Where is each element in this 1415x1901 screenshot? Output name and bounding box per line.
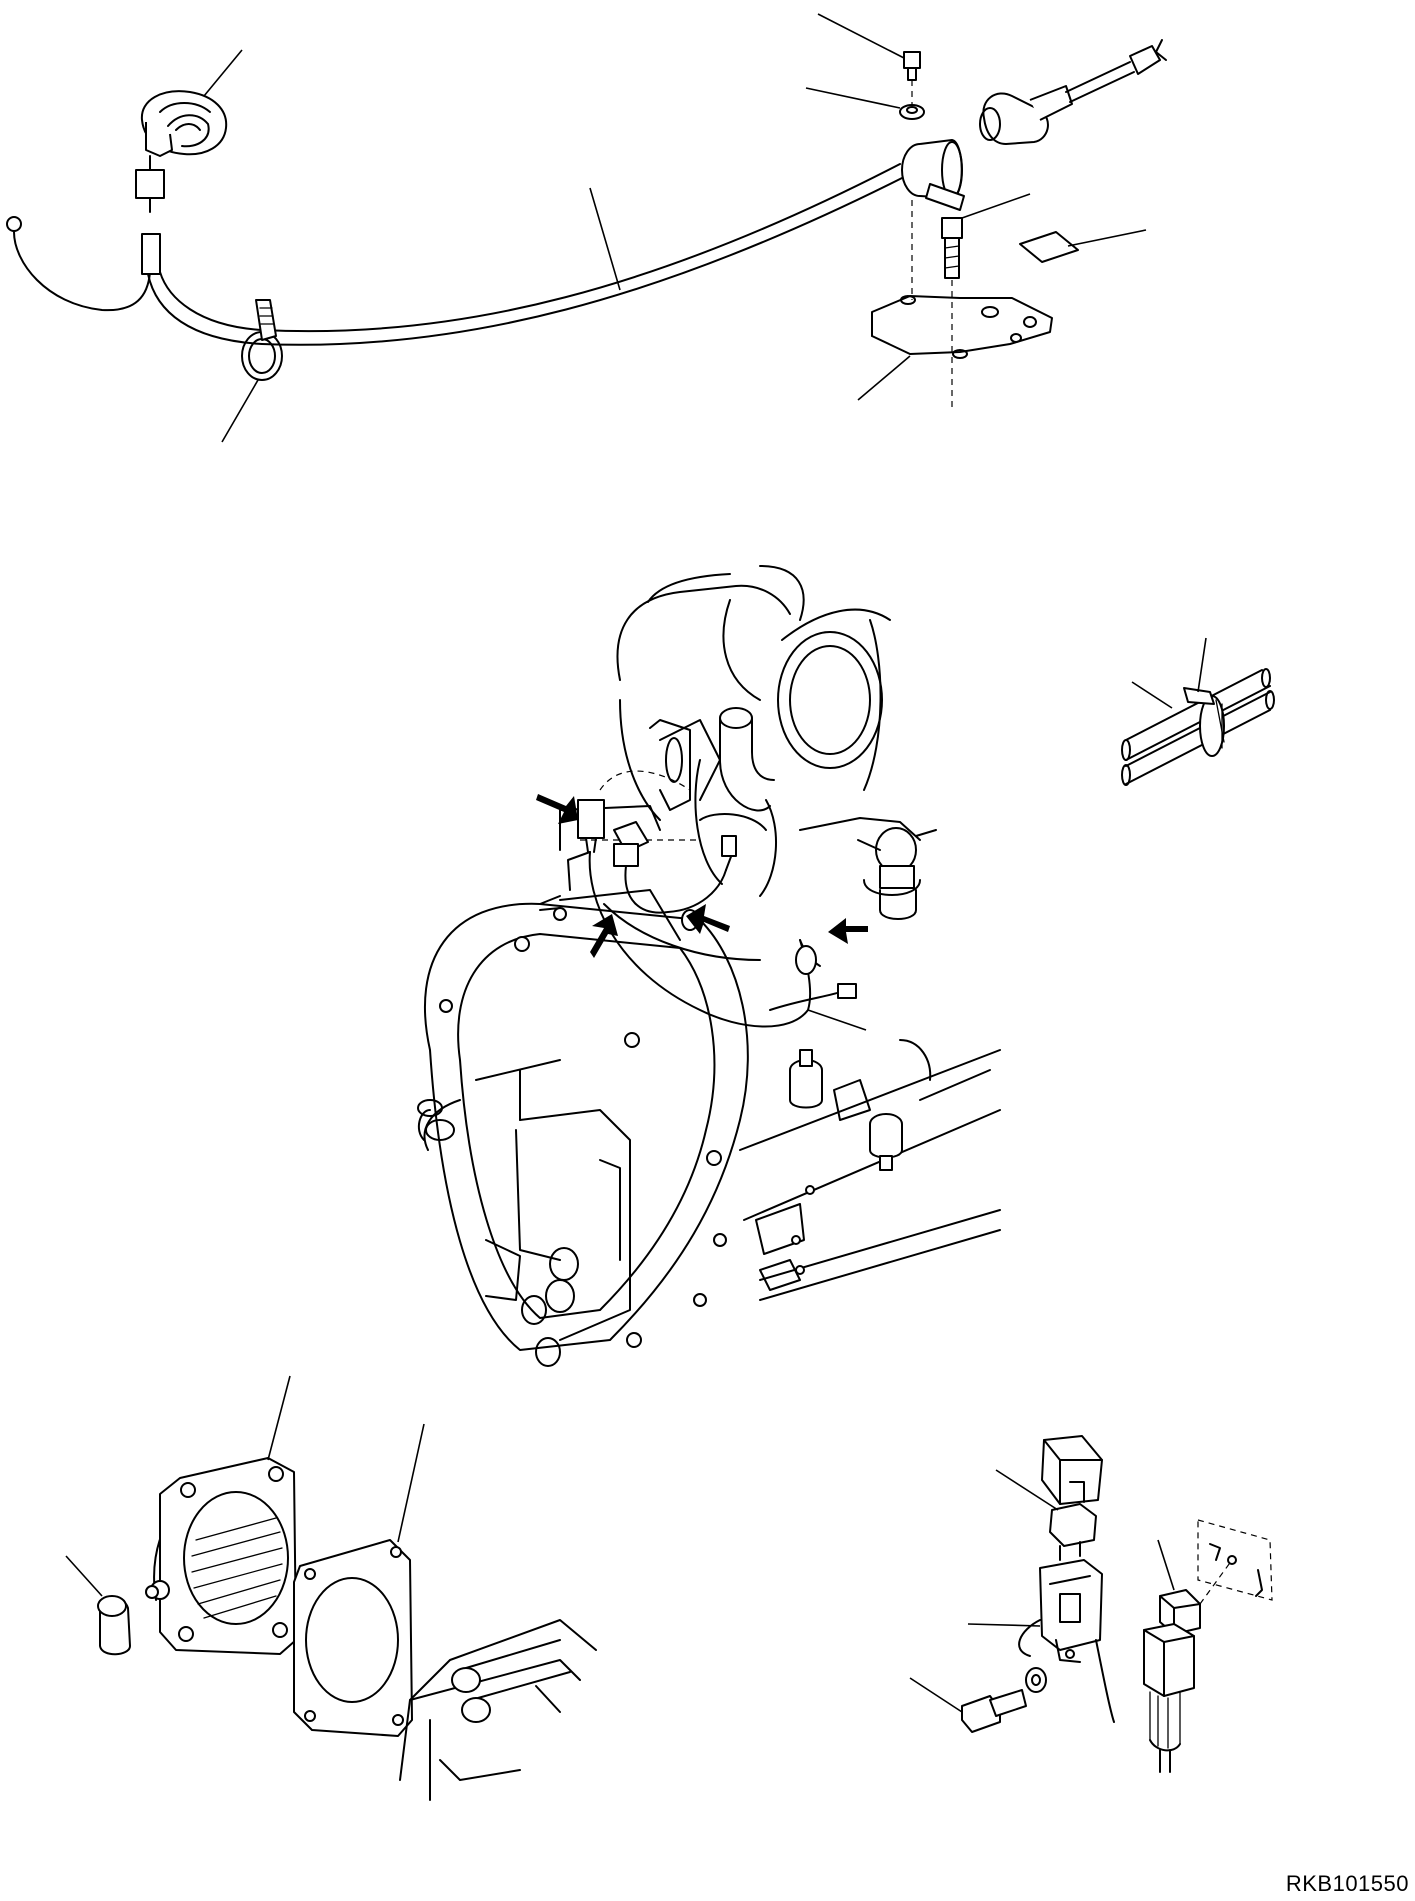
top-cable-assembly-view [6, 13, 1167, 443]
relay [1157, 1539, 1201, 1635]
transmission-fragment [399, 1619, 597, 1801]
engine-top [616, 565, 891, 821]
fuse-holder-cover [1041, 1435, 1103, 1505]
drawing-code: RKB101550 [1285, 1871, 1409, 1896]
cover-plate [145, 1375, 297, 1655]
relay-mounting-plate [1197, 1519, 1273, 1605]
screw [941, 193, 1031, 279]
sensor-connector [135, 49, 243, 213]
solenoid-valves [789, 1049, 903, 1171]
cable-tie [221, 299, 283, 443]
frame-rail [739, 1039, 1001, 1301]
fuel-filter [799, 817, 937, 920]
gasket [293, 1423, 425, 1737]
bracket [857, 295, 1053, 401]
transmission-body [417, 1059, 631, 1367]
fuse [995, 1469, 1097, 1561]
bolt-bottom [909, 1677, 1027, 1733]
exhaust-pipe [694, 707, 777, 897]
cable-tie-detail [1121, 637, 1275, 786]
transmission-cover-detail [65, 1375, 597, 1801]
plug-end [979, 39, 1167, 145]
flywheel-housing [424, 889, 749, 1351]
arrow-markers [536, 794, 868, 958]
pad [1019, 229, 1147, 263]
assembly-centerlines [911, 80, 953, 410]
washer-top [805, 87, 925, 120]
main-cable [147, 163, 907, 346]
engine-transmission-view [417, 565, 1001, 1367]
cap [65, 1555, 131, 1656]
washer-bottom [1025, 1667, 1047, 1693]
cable-gland [901, 139, 965, 211]
fuse-holder-body [967, 1559, 1115, 1723]
ground-wire [6, 216, 161, 312]
bolt-top [817, 13, 921, 81]
relay-fuse-detail [909, 1435, 1273, 1773]
relay-socket [1143, 1623, 1195, 1773]
